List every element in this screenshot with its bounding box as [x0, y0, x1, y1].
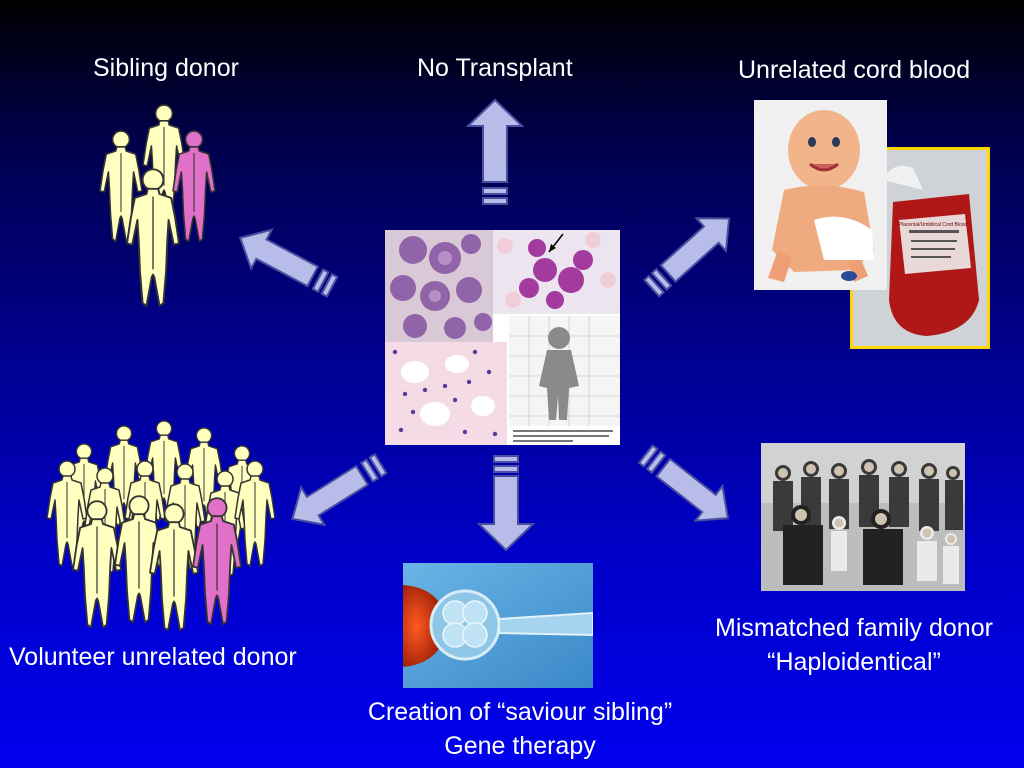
unrelated-cord-blood-label: Unrelated cord blood: [738, 56, 971, 84]
cord-blood-bag-label: Placental/Umbilical Cord Blood: [899, 222, 968, 228]
haploidentical-line2: “Haploidentical”: [767, 648, 941, 676]
volunteer-unrelated-donor-label: Volunteer unrelated donor: [9, 643, 297, 671]
mismatched-family-donor-line1: Mismatched family donor: [715, 614, 993, 642]
embryo-photo: [403, 563, 593, 688]
child-photo: [509, 316, 620, 445]
arrow-up: [465, 98, 525, 205]
baby-photo: [754, 100, 887, 290]
family-photo: [761, 443, 965, 591]
saviour-sibling-line1: Creation of “saviour sibling”: [367, 698, 673, 726]
blood-smear-image: [385, 230, 493, 342]
arrow-up-right: [643, 217, 731, 298]
gene-therapy-line2: Gene therapy: [444, 732, 596, 760]
cell-smear-image: [493, 230, 620, 314]
arrow-down-left: [291, 453, 388, 527]
sibling-donor-figures: [99, 104, 216, 307]
saviour-sibling-label: Creation of “saviour sibling” Gene thera…: [330, 695, 710, 763]
baby-image: [754, 100, 887, 290]
mismatched-family-donor-label: Mismatched family donor “Haploidentical”: [694, 611, 1014, 679]
arrow-down-right: [637, 444, 730, 522]
arrow-down: [476, 455, 536, 552]
bone-marrow-tissue-image: [385, 342, 507, 445]
no-transplant-label: No Transplant: [417, 54, 573, 82]
central-collage: [385, 230, 620, 445]
family-image: [761, 443, 965, 591]
embryo-image: [403, 563, 593, 688]
sibling-donor-label: Sibling donor: [93, 54, 239, 82]
volunteer-donor-figures: [46, 420, 275, 632]
arrow-up-left: [238, 228, 339, 298]
